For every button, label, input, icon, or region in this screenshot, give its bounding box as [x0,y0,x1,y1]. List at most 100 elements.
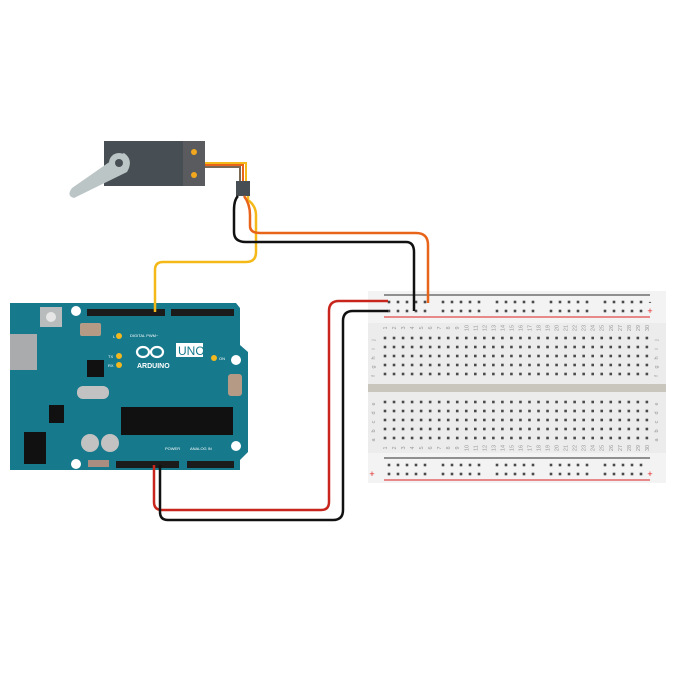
hole-f16[interactable] [519,372,522,376]
rail-hole[interactable] [576,463,580,467]
hole-h11[interactable] [474,354,477,358]
rail-hole[interactable] [423,463,427,467]
hole-j27[interactable] [618,336,622,340]
hole-d11[interactable] [474,409,477,413]
hole-g11[interactable] [474,363,477,367]
hole-h16[interactable] [519,354,522,358]
hole-f12[interactable] [483,372,486,376]
rail-hole[interactable] [621,472,625,476]
hole-i10[interactable] [464,345,468,349]
hole-i23[interactable] [582,345,585,349]
hole-b18[interactable] [537,427,540,431]
hole-c28[interactable] [627,418,631,422]
rail-hole[interactable] [531,463,535,467]
rail-hole[interactable] [558,309,562,313]
rail-hole[interactable] [468,472,472,476]
rail-hole[interactable] [513,463,517,467]
hole-e23[interactable] [582,400,585,404]
hole-b15[interactable] [510,427,513,431]
hole-e25[interactable] [600,400,604,404]
hole-i21[interactable] [564,345,567,349]
hole-i9[interactable] [455,345,459,349]
hole-i3[interactable] [401,345,405,349]
hole-h19[interactable] [546,354,549,358]
hole-i1[interactable] [383,345,387,349]
hole-h2[interactable] [392,354,396,358]
hole-g25[interactable] [600,363,604,367]
hole-c5[interactable] [419,418,423,422]
rail-hole[interactable] [603,300,607,304]
hole-a8[interactable] [446,436,450,440]
hole-f1[interactable] [383,372,387,376]
rail-hole[interactable] [513,309,517,313]
rail-hole[interactable] [468,309,472,313]
hole-h10[interactable] [464,354,468,358]
hole-g14[interactable] [501,363,504,367]
rail-hole[interactable] [531,472,535,476]
hole-e2[interactable] [392,400,396,404]
hole-j16[interactable] [519,336,522,340]
rail-hole[interactable] [423,300,427,304]
hole-h1[interactable] [383,354,387,358]
hole-d18[interactable] [537,409,540,413]
hole-g27[interactable] [618,363,622,367]
rail-hole[interactable] [459,309,463,313]
rail-hole[interactable] [558,472,562,476]
hole-d9[interactable] [455,409,459,413]
hole-g20[interactable] [555,363,558,367]
hole-j1[interactable] [383,336,387,340]
rail-hole[interactable] [450,309,454,313]
hole-g10[interactable] [464,363,468,367]
hole-a14[interactable] [501,436,504,440]
hole-j15[interactable] [510,336,513,340]
hole-d26[interactable] [609,409,613,413]
hole-h4[interactable] [410,354,414,358]
hole-c21[interactable] [564,418,567,422]
hole-e15[interactable] [510,400,513,404]
rail-hole[interactable] [414,309,418,313]
hole-j26[interactable] [609,336,613,340]
wire-ground-black[interactable] [232,195,416,311]
rail-hole[interactable] [405,472,409,476]
hole-j25[interactable] [600,336,604,340]
hole-g6[interactable] [428,363,432,367]
hole-c18[interactable] [537,418,540,422]
hole-f21[interactable] [564,372,567,376]
hole-j4[interactable] [410,336,414,340]
wire-signal-yellow[interactable] [153,196,258,312]
hole-j8[interactable] [446,336,450,340]
hole-g22[interactable] [573,363,576,367]
hole-a11[interactable] [474,436,477,440]
hole-a26[interactable] [609,436,613,440]
hole-a5[interactable] [419,436,423,440]
rail-hole[interactable] [495,309,499,313]
hole-i27[interactable] [618,345,622,349]
hole-d30[interactable] [645,409,649,413]
hole-c7[interactable] [437,418,441,422]
rail-hole[interactable] [603,472,607,476]
hole-d23[interactable] [582,409,585,413]
hole-c12[interactable] [483,418,486,422]
hole-i28[interactable] [627,345,631,349]
hole-d10[interactable] [464,409,468,413]
hole-h22[interactable] [573,354,576,358]
rail-hole[interactable] [576,300,580,304]
rail-hole[interactable] [396,472,400,476]
hole-j22[interactable] [573,336,576,340]
hole-j18[interactable] [537,336,540,340]
rail-hole[interactable] [612,463,616,467]
hole-i12[interactable] [483,345,486,349]
hole-b3[interactable] [401,427,405,431]
hole-g9[interactable] [455,363,459,367]
hole-a13[interactable] [492,436,495,440]
hole-i25[interactable] [600,345,604,349]
hole-f25[interactable] [600,372,604,376]
rail-hole[interactable] [630,463,634,467]
hole-e28[interactable] [627,400,631,404]
hole-h9[interactable] [455,354,459,358]
hole-f17[interactable] [528,372,531,376]
hole-g1[interactable] [383,363,387,367]
hole-a7[interactable] [437,436,441,440]
rail-hole[interactable] [405,300,409,304]
hole-h21[interactable] [564,354,567,358]
